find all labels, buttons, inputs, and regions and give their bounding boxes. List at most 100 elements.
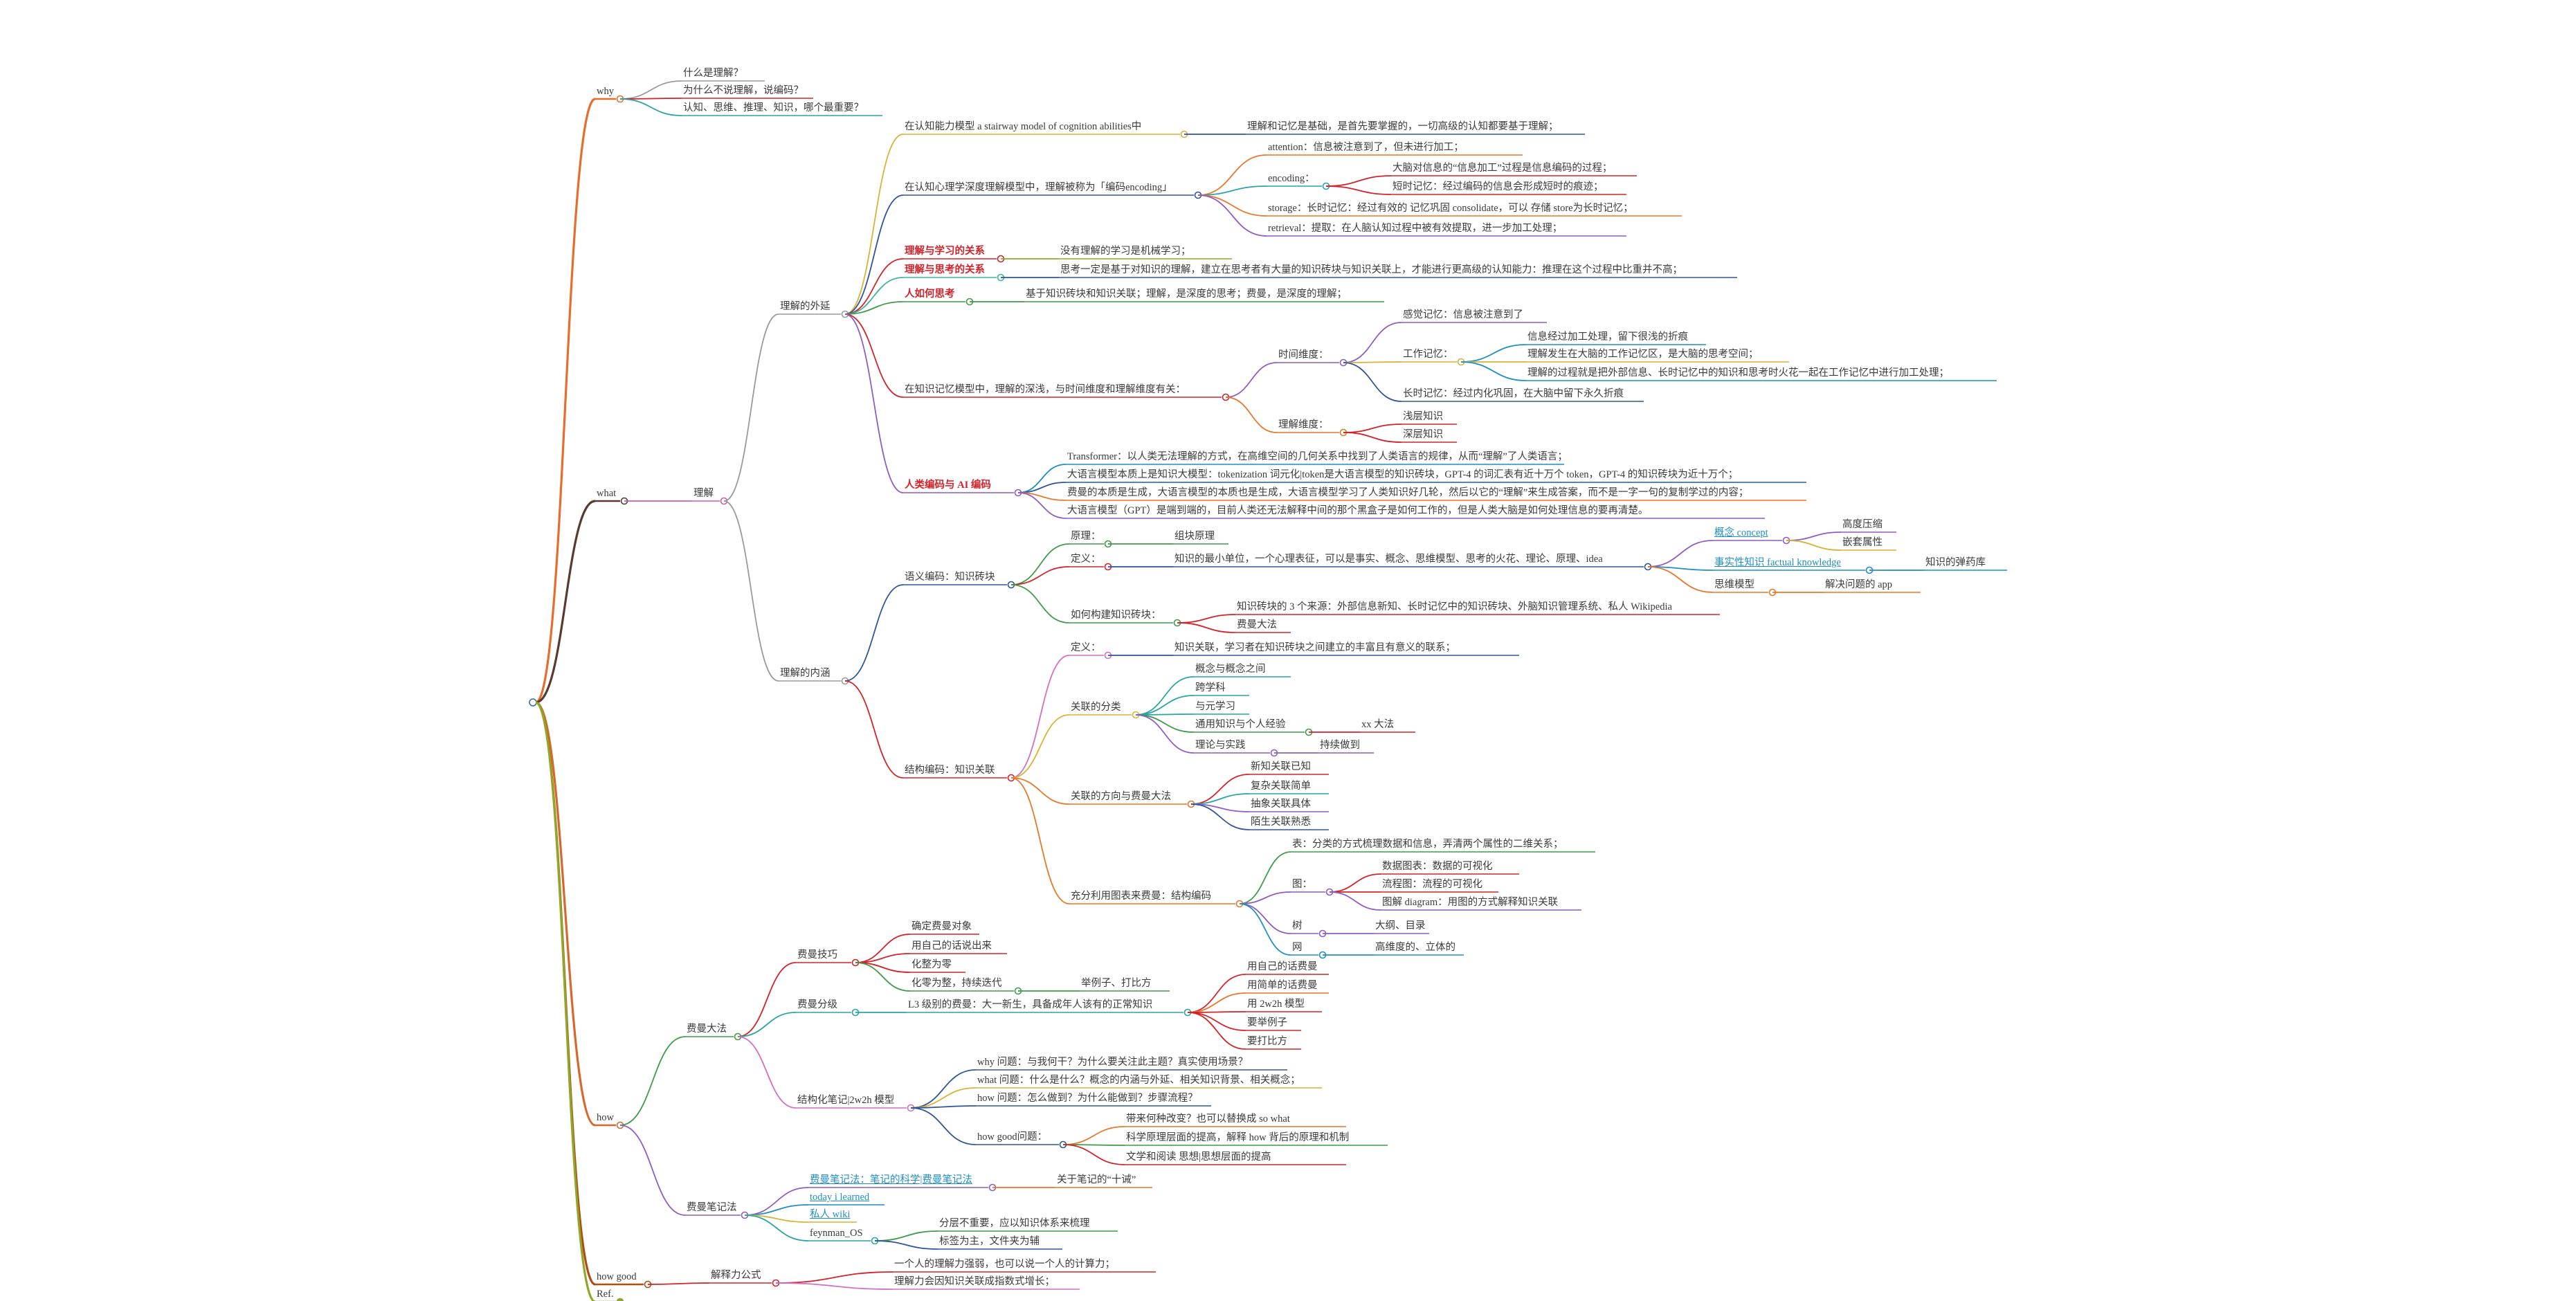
node-sk3[interactable]: 化整为零 [911,959,952,970]
node-stair[interactable]: 在认知能力模型 a stairway model of cognition ab… [905,121,1142,132]
node-fm[interactable]: 费曼大法 [687,1023,727,1035]
node-struct[interactable]: 结构化笔记|2w2h 模型 [797,1095,895,1106]
node-jsl2[interactable]: 理解力会因知识关联成指数式增长； [894,1276,1055,1287]
node-c2[interactable]: 嵌套属性 [1842,537,1883,548]
node-shu_c[interactable]: 大纲、目录 [1375,920,1426,931]
node-howth_c[interactable]: 基于知识砖块和知识关联；理解，是深度的思考；费曼，是深度的理解； [1026,289,1347,300]
node-lv1[interactable]: 用自己的话费曼 [1247,961,1318,972]
node-time[interactable]: 时间维度： [1278,349,1329,361]
node-shallow[interactable]: 浅层知识 [1403,411,1443,422]
node-mm_c[interactable]: 解决问题的 app [1825,579,1893,590]
node-learn[interactable]: 理解与学习的关系 [905,246,985,257]
node-yuyi[interactable]: 语义编码：知识砖块 [905,572,995,583]
node-work[interactable]: 工作记忆： [1403,349,1453,360]
node-how[interactable]: how [597,1112,614,1123]
node-ai1[interactable]: Transformer：以人类无法理解的方式，在高维空间的几何关系中找到了人类语… [1067,451,1568,462]
node-work2[interactable]: 理解发生在大脑的工作记忆区，是大脑的思考空间； [1527,349,1759,360]
node-stair_c[interactable]: 理解和记忆是基础，是首先要掌握的，一切高级的认知都要基于理解； [1247,121,1559,132]
node-tu1[interactable]: 数据图表：数据的可视化 [1382,861,1493,872]
node-skill[interactable]: 费曼技巧 [797,949,837,961]
node-memmodel[interactable]: 在知识记忆模型中，理解的深浅，与时间维度和理解维度有关： [905,384,1186,395]
collapse-toggle-dot[interactable] [529,698,537,707]
node-dy_c[interactable]: 知识的最小单位，一个心理表征，可以是事实、概念、思维模型、思考的火花、理论、原理… [1174,554,1603,565]
node-enc1[interactable]: 大脑对信息的“信息加工”过程是信息编码的过程； [1393,163,1613,174]
node-lv2[interactable]: 用简单的话费曼 [1247,980,1318,991]
node-jdy[interactable]: 定义： [1071,642,1101,653]
node-n4b[interactable]: 标签为主，文件夹为辅 [939,1236,1040,1247]
node-waiyan[interactable]: 理解的外延 [780,301,831,312]
node-yl[interactable]: 原理： [1071,531,1101,542]
node-cls5c[interactable]: 持续做到 [1320,740,1360,751]
node-work3[interactable]: 理解的过程就是把外部信息、长时记忆中的知识和思考时火花一起在工作记忆中进行加工处… [1527,367,1949,379]
node-n4[interactable]: feynman_OS [810,1228,863,1239]
node-tu[interactable]: 图： [1292,879,1312,890]
node-why3[interactable]: 认知、思维、推理、知识，哪个最重要？ [683,102,864,113]
node-dy[interactable]: 定义： [1071,554,1101,565]
collapse-toggle-dot[interactable] [616,1298,624,1301]
node-dir2[interactable]: 复杂关联简单 [1251,781,1311,792]
node-learn_c[interactable]: 没有理解的学习是机械学习； [1060,246,1191,257]
node-ai4[interactable]: 大语言模型（GPT）是端到端的，目前人类还无法解释中间的那个黑盒子是如何工作的，… [1067,505,1649,516]
node-dir1[interactable]: 新知关联已知 [1251,761,1311,772]
node-n2[interactable]: today i learned [810,1192,870,1203]
node-concept[interactable]: 概念 concept [1714,527,1768,538]
node-sk2[interactable]: 用自己的话说出来 [911,940,992,952]
node-notes[interactable]: 费曼笔记法 [687,1202,737,1213]
node-hg3[interactable]: 文学和阅读 思想|思想层面的提高 [1126,1152,1271,1163]
node-yl_c[interactable]: 组块原理 [1174,531,1215,542]
node-q2[interactable]: what 问题：什么是什么？概念的内涵与外延、相关知识背景、相关概念； [977,1075,1300,1086]
node-retr[interactable]: retrieval：提取：在人脑认知过程中被有效提取，进一步加工处理； [1268,223,1563,234]
node-jsl1[interactable]: 一个人的理解力强弱，也可以说一个人的计算力； [894,1259,1115,1270]
node-cls4c[interactable]: xx 大法 [1361,719,1395,730]
node-why2[interactable]: 为什么不说理解，说编码？ [683,85,804,96]
node-ai2[interactable]: 大语言模型本质上是知识大模型：tokenization 词元化|token是大语… [1067,469,1739,480]
node-tab[interactable]: 表：分类的方式梳理数据和信息，弄清两个属性的二维关系； [1292,839,1563,850]
node-enc[interactable]: encoding： [1268,173,1315,184]
node-q3[interactable]: how 问题：怎么做到？为什么能做到？步骤流程？ [977,1093,1198,1104]
node-howth[interactable]: 人如何思考 [905,289,955,300]
node-fact_c[interactable]: 知识的弹药库 [1925,557,1986,568]
node-what[interactable]: what [597,488,617,499]
node-shu[interactable]: 树 [1292,920,1303,931]
node-lv4[interactable]: 要举例子 [1247,1017,1287,1028]
node-deepk[interactable]: 深层知识 [1403,429,1443,440]
node-chart[interactable]: 充分利用图表来费曼：结构编码 [1071,891,1211,902]
node-mm[interactable]: 思维模型 [1714,579,1754,590]
node-lv3[interactable]: 用 2w2h 模型 [1247,999,1305,1010]
node-ai[interactable]: 人类编码与 AI 编码 [905,480,991,491]
node-wang_c[interactable]: 高维度的、立体的 [1375,942,1455,953]
node-ref[interactable]: Ref. [597,1289,614,1300]
node-jiegou[interactable]: 结构编码：知识关联 [905,765,995,776]
node-c1[interactable]: 高度压缩 [1842,519,1883,530]
node-cls3[interactable]: 与元学习 [1195,701,1235,712]
node-ai3[interactable]: 费曼的本质是生成，大语言模型的本质也是生成，大语言模型学习了人类知识好几轮，然后… [1067,487,1749,498]
node-level_c[interactable]: L3 级别的费曼：大一新生，具备成年人该有的正常知识 [908,999,1153,1010]
node-build1[interactable]: 知识砖块的 3 个来源：外部信息新知、长时记忆中的知识砖块、外脑知识管理系统、私… [1237,601,1672,612]
node-think_c[interactable]: 思考一定是基于对知识的理解，建立在思考者有大量的知识砖块与知识关联上，才能进行更… [1060,264,1682,275]
node-tu2[interactable]: 流程图：流程的可视化 [1382,879,1482,890]
node-why1[interactable]: 什么是理解？ [683,68,743,79]
node-build2[interactable]: 费曼大法 [1237,619,1277,630]
node-udim[interactable]: 理解维度： [1278,419,1329,430]
node-sk4c[interactable]: 举例子、打比方 [1081,978,1152,989]
node-jsl[interactable]: 解释力公式 [711,1270,761,1281]
node-attn[interactable]: attention：信息被注意到了，但未进行加工； [1268,142,1464,153]
node-cls[interactable]: 关联的分类 [1071,702,1121,713]
node-neihan[interactable]: 理解的内涵 [780,668,831,679]
node-fact[interactable]: 事实性知识 factual knowledge [1714,557,1841,568]
node-storage[interactable]: storage：长时记忆：经过有效的 记忆巩固 consolidate，可以 存… [1268,203,1633,214]
node-sense[interactable]: 感觉记忆：信息被注意到了 [1403,309,1523,320]
node-hg[interactable]: how good问题： [977,1131,1048,1143]
node-cls5[interactable]: 理论与实践 [1195,740,1246,751]
node-level[interactable]: 费曼分级 [797,999,837,1010]
node-deep[interactable]: 在认知心理学深度理解模型中，理解被称为「编码encoding」 [905,182,1172,193]
node-sk4[interactable]: 化零为整，持续迭代 [911,978,1002,989]
node-lijie[interactable]: 理解 [693,488,714,499]
node-hg1[interactable]: 带来何种改变？也可以替换成 so what [1126,1113,1290,1125]
node-lv5[interactable]: 要打比方 [1247,1036,1287,1047]
node-n1c[interactable]: 关于笔记的“十诫” [1057,1174,1136,1185]
node-dir3[interactable]: 抽象关联具体 [1251,799,1311,810]
node-think[interactable]: 理解与思考的关系 [905,264,985,275]
node-hg2[interactable]: 科学原理层面的提高，解释 how 背后的原理和机制 [1126,1132,1350,1143]
node-dir4[interactable]: 陌生关联熟悉 [1251,817,1311,828]
